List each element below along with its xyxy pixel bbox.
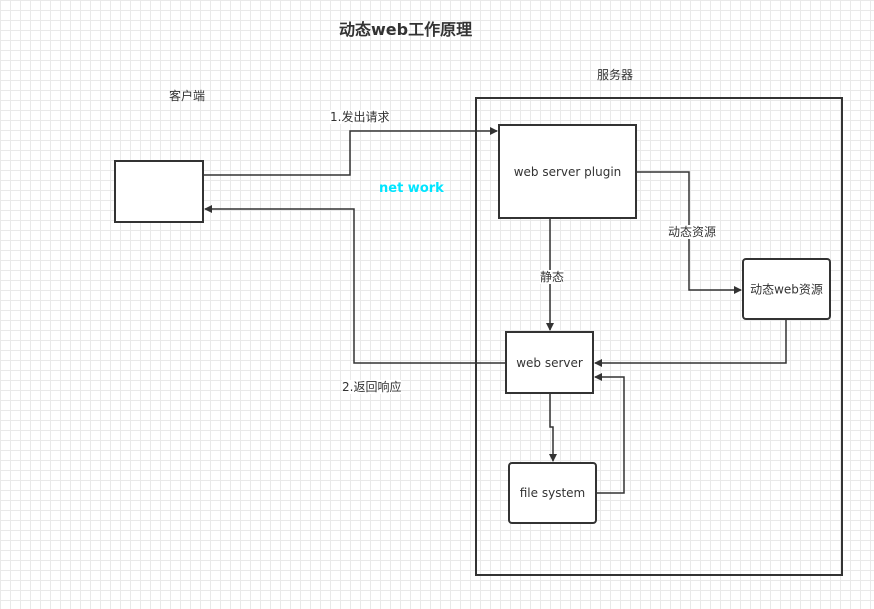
plugin-node-label: web server plugin	[513, 164, 622, 179]
network-label: net work	[379, 181, 444, 196]
server-label: 服务器	[597, 68, 634, 82]
response-label: 2.返回响应	[342, 380, 402, 394]
web-server-label: web server	[516, 355, 583, 370]
server-container[interactable]	[475, 97, 843, 576]
static-label: 静态	[540, 270, 565, 284]
plugin-node[interactable]: web server plugin	[498, 124, 637, 219]
request-arrow[interactable]	[204, 127, 498, 176]
to-file-system-arrow[interactable]	[549, 394, 557, 462]
dynamic-resource-node[interactable]: 动态web资源	[742, 258, 831, 320]
dynamic-return-arrow[interactable]	[594, 320, 787, 367]
response-arrow[interactable]	[204, 205, 505, 364]
dynamic-label: 动态资源	[668, 225, 717, 239]
file-system-label: file system	[519, 486, 586, 500]
client-label: 客户端	[169, 89, 206, 103]
file-system-node[interactable]: file system	[508, 462, 597, 524]
web-server-node[interactable]: web server	[505, 331, 594, 394]
dynamic-resource-label: 动态web资源	[750, 282, 823, 297]
request-label: 1.发出请求	[330, 110, 390, 124]
client-box[interactable]	[114, 160, 204, 223]
diagram-title: 动态web工作原理	[339, 20, 473, 39]
file-system-return-arrow[interactable]	[594, 373, 625, 494]
